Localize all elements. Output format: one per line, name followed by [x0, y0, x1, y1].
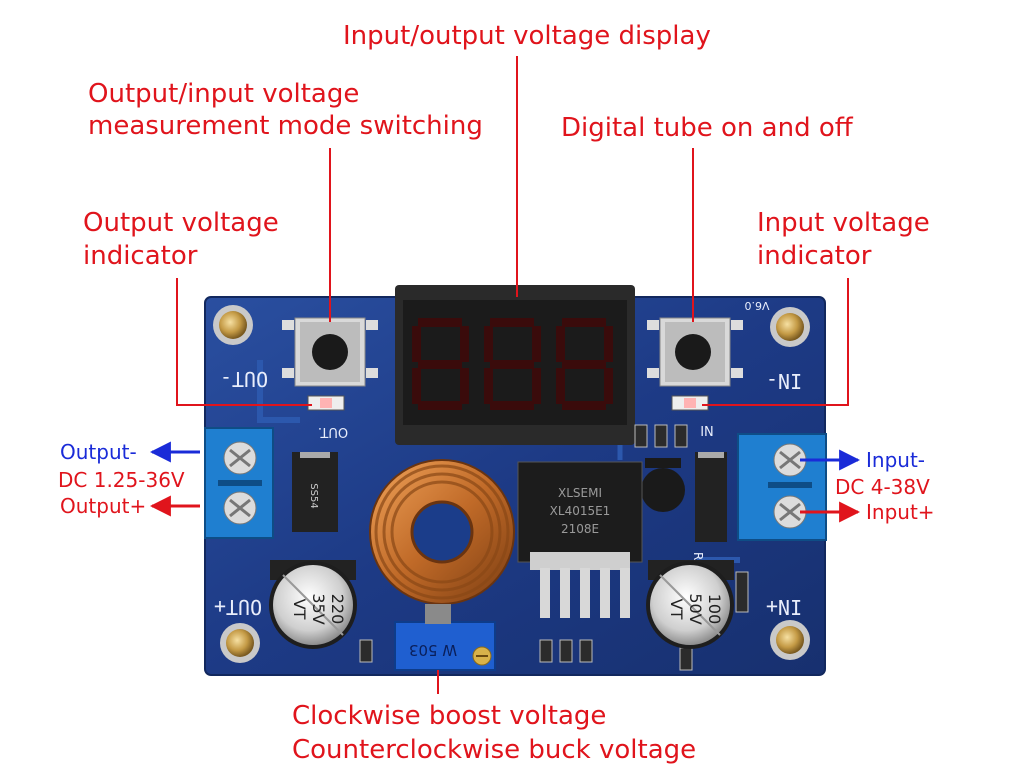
label-output-range: DC 1.25-36V: [58, 468, 185, 492]
capacitor-left: 220 35V VT: [269, 560, 357, 649]
toroid-inductor: [369, 459, 515, 605]
label-mode-line2: measurement mode switching: [88, 111, 483, 141]
label-mode-line1: Output/input voltage: [88, 79, 360, 109]
schottky-diode-left: SS54: [292, 452, 338, 532]
transistor: [641, 458, 685, 512]
label-out-ind-line1: Output voltage: [83, 208, 279, 238]
silk-out-led: OUT.: [318, 424, 348, 439]
pot-code: W 503: [409, 641, 457, 659]
diode-right: [695, 452, 727, 542]
cap-left-value: 220: [328, 594, 347, 625]
silk-in-led: IN: [700, 425, 714, 440]
silk-out-minus: OUT-: [220, 367, 268, 391]
chip-line2: XL4015E1: [550, 504, 611, 518]
mode-switch-button[interactable]: [282, 317, 378, 387]
output-terminal-block[interactable]: [204, 427, 274, 539]
smd-components: [359, 424, 749, 671]
label-in-ind-line2: indicator: [757, 241, 872, 271]
chip-line1: XLSEMI: [558, 486, 602, 500]
mounting-screw-top-left: [213, 305, 253, 345]
board-version: V6.0: [744, 299, 769, 312]
potentiometer[interactable]: W 503: [394, 604, 496, 671]
chip-line3: 2108E: [561, 522, 599, 536]
label-output-plus: Output+: [60, 494, 147, 518]
label-tube: Digital tube on and off: [561, 113, 853, 143]
regulator-chip: XLSEMI XL4015E1 2108E: [517, 461, 643, 618]
label-input-minus: Input-: [866, 448, 926, 472]
display-toggle-button[interactable]: [647, 317, 743, 387]
diode-code: SS54: [308, 483, 319, 508]
cap-left-type: VT: [290, 599, 309, 620]
silk-in-plus: IN+: [766, 595, 802, 619]
mounting-screw-bottom-right: [770, 620, 810, 660]
label-display: Input/output voltage display: [343, 21, 711, 51]
label-pot-line1: Clockwise boost voltage: [292, 701, 607, 731]
capacitor-right: 100 50V VT: [646, 560, 734, 649]
label-output-minus: Output-: [60, 440, 137, 464]
label-pot-line2: Counterclockwise buck voltage: [292, 735, 697, 765]
label-in-ind-line1: Input voltage: [757, 208, 930, 238]
cap-right-voltage: 50V: [686, 593, 705, 624]
label-input-plus: Input+: [866, 500, 935, 524]
leader-lines: [176, 56, 849, 694]
mounting-screw-bottom-left: [220, 623, 260, 663]
seven-segment-display: [395, 285, 635, 445]
cap-left-voltage: 35V: [309, 593, 328, 624]
output-voltage-led: [307, 395, 345, 411]
cap-right-type: VT: [667, 599, 686, 620]
mounting-screw-top-right: [770, 307, 810, 347]
label-out-ind-line2: indicator: [83, 241, 198, 271]
input-voltage-led: [671, 395, 709, 411]
label-input-range: DC 4-38V: [835, 475, 930, 499]
silk-out-plus: OUT+: [214, 595, 262, 619]
cap-right-value: 100: [705, 594, 724, 625]
input-terminal-block[interactable]: [737, 433, 827, 541]
silk-in-minus: IN-: [766, 369, 802, 393]
